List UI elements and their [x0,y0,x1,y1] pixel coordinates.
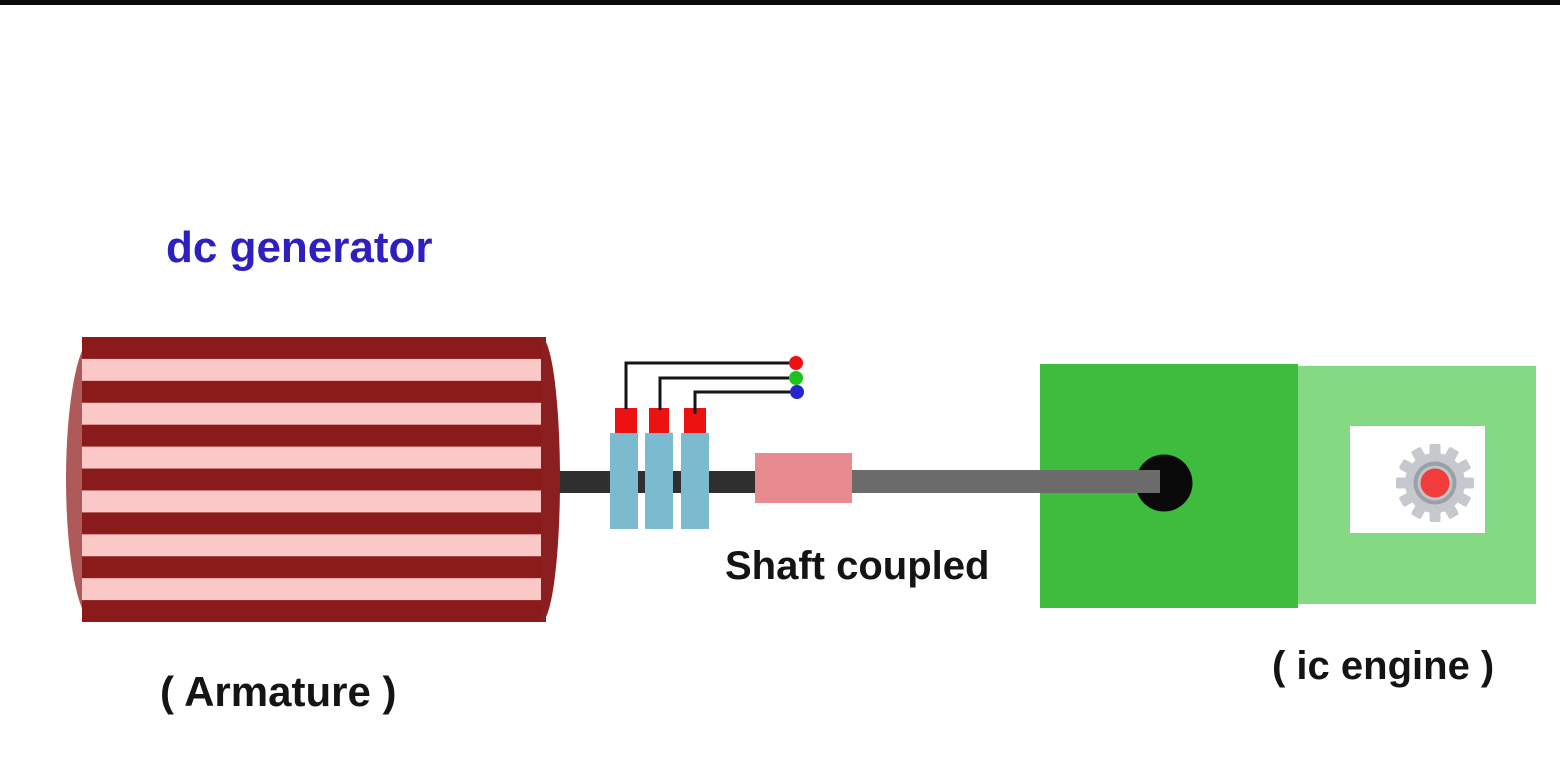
top-border-bar [0,0,1560,5]
wire-blue [693,390,790,414]
brush-terminal [649,408,669,433]
brush [610,433,638,529]
gear-teeth [1396,444,1474,522]
armature-right-cap [541,337,560,622]
brush-terminal [615,408,637,433]
brush [681,433,709,529]
wire-green [658,376,789,410]
armature-label: ( Armature ) [160,668,397,715]
blue-terminal-dot [790,385,804,399]
commutator-brushes [610,408,709,529]
shaft-coupled-label: Shaft coupled [725,544,990,588]
shaft-hub [1135,454,1193,512]
armature-striped-body [82,337,546,622]
shaft-coupling [755,453,852,503]
shaft-right-segment [758,470,1160,493]
gear-center-dot [1420,468,1450,498]
wire-red [624,361,789,409]
brush [645,433,673,529]
brush-terminal [684,408,706,433]
red-terminal-dot [789,356,803,370]
gear-icon [1396,444,1474,522]
terminal-wires [624,361,790,414]
green-terminal-dot [789,371,803,385]
ic-engine-label: ( ic engine ) [1272,644,1495,688]
dc-generator-label: dc generator [166,223,433,272]
